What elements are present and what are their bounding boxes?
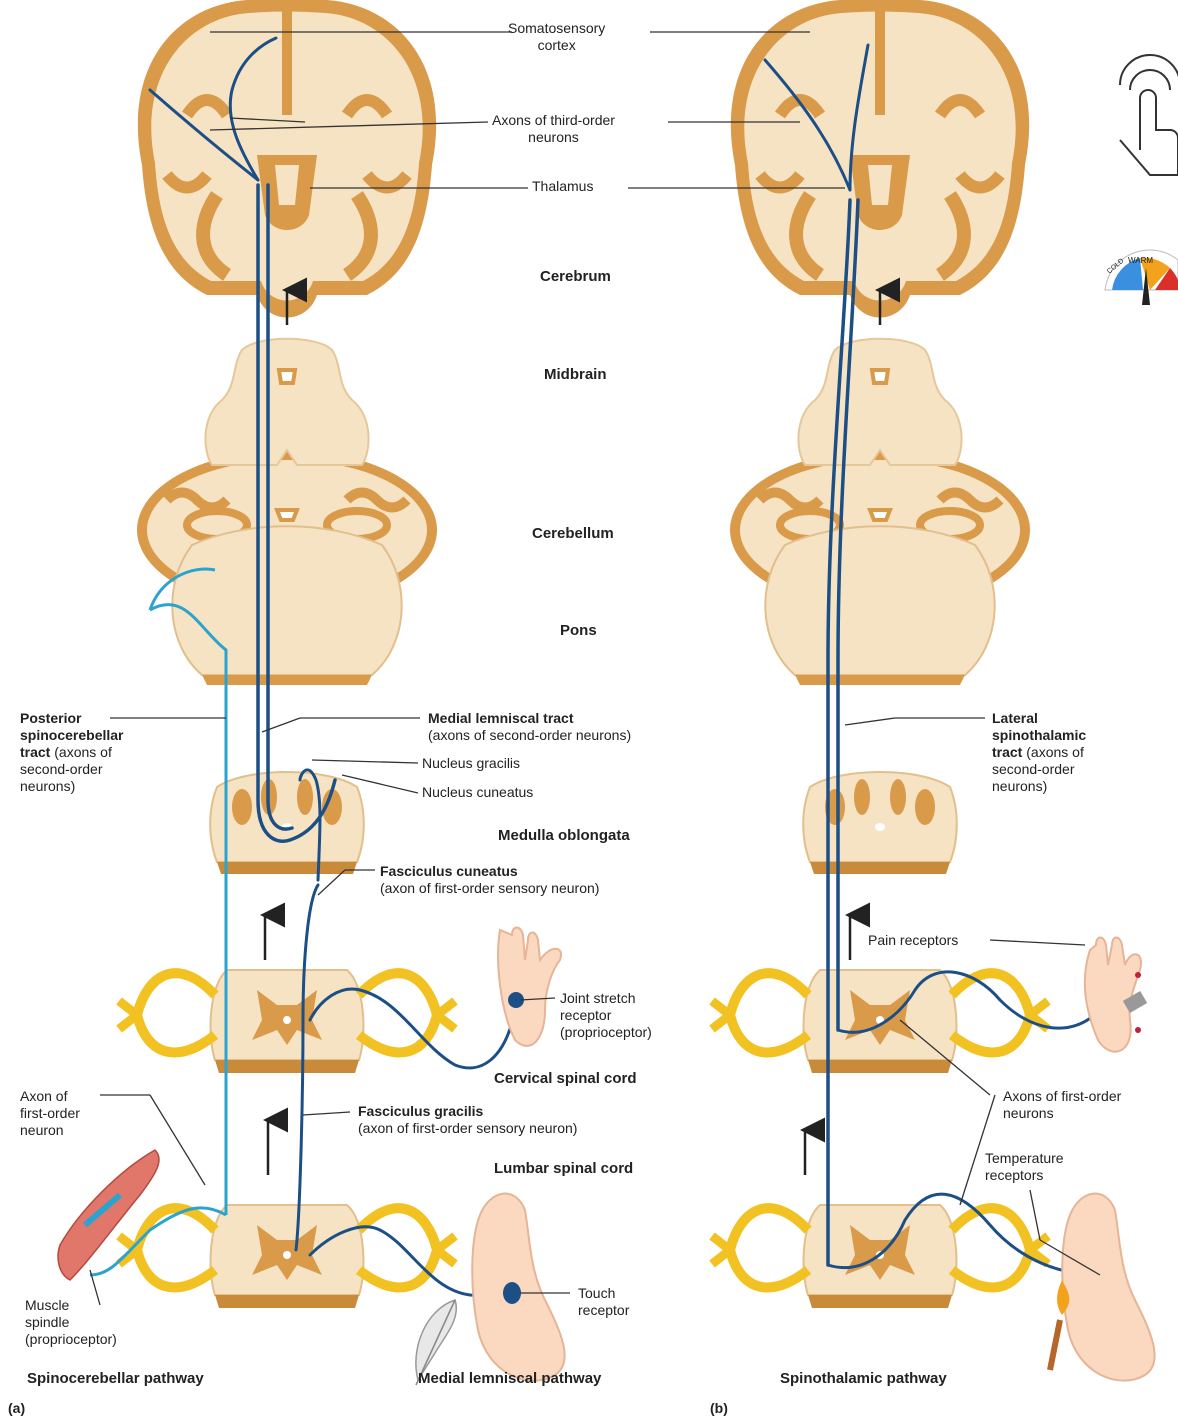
foot-illustration-a bbox=[472, 1194, 564, 1381]
cerebrum-section-a bbox=[138, 0, 436, 318]
cerebrum-section-b bbox=[731, 0, 1029, 318]
label-cerebrum: Cerebrum bbox=[540, 268, 611, 285]
lumbar-cord-section-b bbox=[712, 1205, 1048, 1308]
foot-illustration-b bbox=[1062, 1194, 1154, 1381]
label-muscle-spindle: Muscle spindle (proprioceptor) bbox=[25, 1297, 117, 1348]
label-midbrain: Midbrain bbox=[544, 366, 607, 383]
label-cervical-spinal-cord: Cervical spinal cord bbox=[494, 1070, 637, 1087]
label-nucleus-gracilis: Nucleus gracilis bbox=[422, 755, 520, 772]
label-thalamus: Thalamus bbox=[532, 178, 593, 195]
label-lateral-spinothalamic-tract: Lateral spinothalamic tract (axons of se… bbox=[992, 710, 1086, 795]
touch-icon bbox=[1120, 55, 1178, 175]
midbrain-section-b bbox=[798, 339, 961, 465]
medulla-section-a bbox=[210, 772, 364, 874]
label-medial-lemniscal-desc: (axons of second-order neurons) bbox=[428, 727, 631, 744]
label-fasciculus-gracilis-desc: (axon of first-order sensory neuron) bbox=[358, 1120, 577, 1137]
label-lumbar-spinal-cord: Lumbar spinal cord bbox=[494, 1160, 633, 1177]
label-axons-first-order-neurons: Axons of first-order neurons bbox=[1003, 1088, 1121, 1122]
thermometer-warm-text: WARM bbox=[1128, 256, 1153, 265]
label-medial-lemniscal-pathway: Medial lemniscal pathway bbox=[418, 1370, 601, 1387]
label-cerebellum: Cerebellum bbox=[532, 525, 614, 542]
hand-illustration-a bbox=[498, 928, 561, 1046]
label-joint-stretch-receptor: Joint stretch receptor (proprioceptor) bbox=[560, 990, 652, 1041]
label-spinothalamic-pathway: Spinothalamic pathway bbox=[780, 1370, 947, 1387]
label-fasciculus-cuneatus-desc: (axon of first-order sensory neuron) bbox=[380, 880, 599, 897]
label-medulla-oblongata: Medulla oblongata bbox=[498, 827, 630, 844]
label-third-order-axons: Axons of third-order neurons bbox=[492, 112, 615, 146]
label-fasciculus-gracilis: Fasciculus gracilis bbox=[358, 1103, 483, 1120]
lumbar-cord-section-a bbox=[119, 1205, 455, 1308]
label-posterior-spinocerebellar-tract: Posterior spinocerebellar tract (axons o… bbox=[20, 710, 124, 795]
label-somatosensory-cortex: Somatosensory cortex bbox=[508, 20, 605, 54]
panel-b-structures bbox=[712, 0, 1048, 1308]
midbrain-section-a bbox=[205, 339, 368, 465]
panel-label-a: (a) bbox=[8, 1400, 25, 1416]
cervical-cord-section-a bbox=[119, 970, 455, 1073]
label-touch-receptor: Touch receptor bbox=[578, 1285, 629, 1319]
label-spinocerebellar-pathway: Spinocerebellar pathway bbox=[27, 1370, 204, 1387]
label-temperature-receptors: Temperature receptors bbox=[985, 1150, 1064, 1184]
hand-illustration-b bbox=[1085, 938, 1147, 1052]
label-nucleus-cuneatus: Nucleus cuneatus bbox=[422, 784, 533, 801]
label-pain-receptors: Pain receptors bbox=[868, 932, 958, 949]
label-axon-first-order-neuron: Axon of first-order neuron bbox=[20, 1088, 80, 1139]
label-pons: Pons bbox=[560, 622, 597, 639]
panel-label-b: (b) bbox=[710, 1400, 728, 1416]
label-fasciculus-cuneatus: Fasciculus cuneatus bbox=[380, 863, 518, 880]
cervical-cord-section-b bbox=[712, 970, 1048, 1073]
label-medial-lemniscal-tract: Medial lemniscal tract bbox=[428, 710, 574, 727]
